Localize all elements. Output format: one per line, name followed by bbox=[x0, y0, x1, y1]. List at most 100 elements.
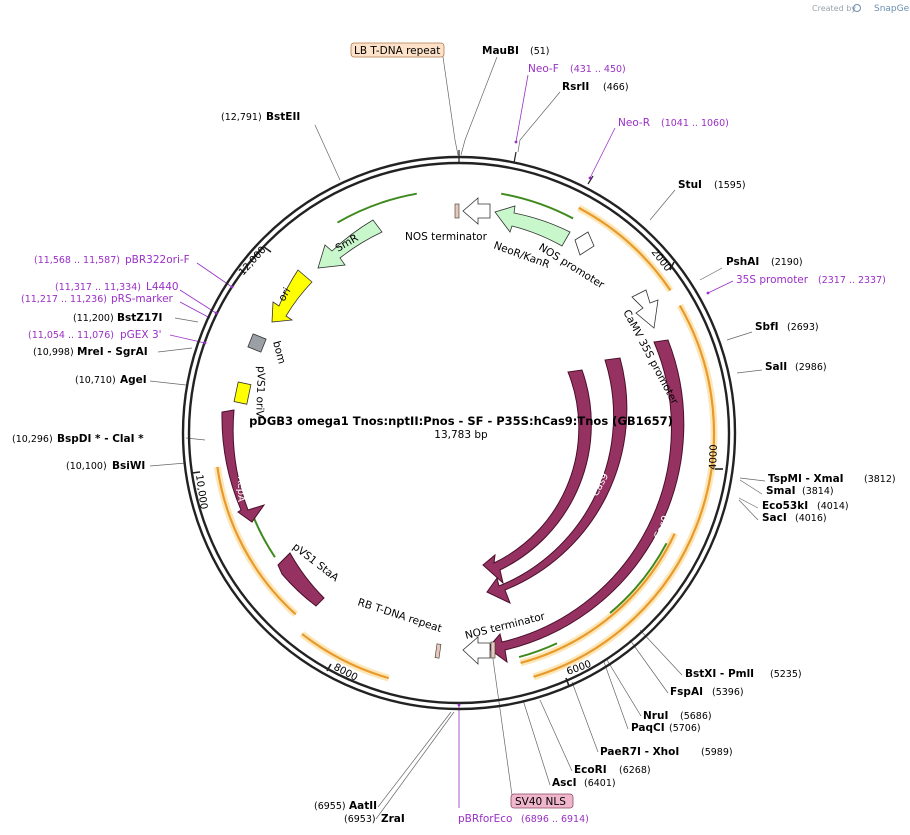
orf-arc-cas9-outer[interactable] bbox=[533, 304, 716, 678]
site-fspai[interactable]: FspAI bbox=[670, 686, 703, 698]
helper-arrow-neor bbox=[501, 192, 574, 220]
primer-prs-marker[interactable]: pRS-marker bbox=[111, 293, 174, 305]
leader-stui bbox=[649, 189, 676, 221]
snapgene-logo-icon bbox=[853, 4, 861, 12]
site-asci[interactable]: AscI bbox=[552, 777, 577, 789]
leader-paqci bbox=[603, 661, 629, 730]
primer-pbrforeco[interactable]: pBRforEco bbox=[458, 813, 512, 825]
primer-35s-promoter-range: (2317 .. 2337) bbox=[818, 275, 886, 286]
primer-neo-r[interactable]: Neo-R bbox=[618, 117, 650, 129]
site-zrai[interactable]: ZraI bbox=[381, 813, 405, 825]
site-sali-pos: (2986) bbox=[795, 362, 827, 373]
primer-pgex3[interactable]: pGEX 3' bbox=[120, 329, 162, 341]
site-paer7i-xhoi-pos: (5989) bbox=[701, 747, 733, 758]
tick-rsrii bbox=[513, 151, 517, 164]
primer-l4440[interactable]: L4440 bbox=[146, 281, 179, 293]
lb-tdna-repeat-feature[interactable] bbox=[454, 203, 460, 219]
bom-feature[interactable] bbox=[247, 333, 267, 353]
site-smai[interactable]: SmaI bbox=[766, 485, 796, 497]
site-maubi[interactable]: MauBI bbox=[482, 45, 519, 57]
site-paer7i-xhoi[interactable]: PaeR7I - XhoI bbox=[600, 746, 679, 758]
site-sbfi[interactable]: SbfI bbox=[755, 321, 779, 333]
tick-neo-r bbox=[587, 175, 594, 185]
plasmid-title: pDGB3 omega1 Tnos:nptII:Pnos - SF - P35S… bbox=[249, 414, 673, 428]
orf-arc-staa[interactable] bbox=[301, 633, 390, 680]
site-stui[interactable]: StuI bbox=[678, 179, 702, 191]
nos-promoter-feature[interactable] bbox=[574, 231, 595, 256]
ori-label: ori bbox=[276, 286, 293, 304]
site-bsiwi[interactable]: BsiWI bbox=[112, 460, 145, 472]
primer-mark-35s bbox=[706, 291, 710, 295]
ori-feature[interactable] bbox=[271, 269, 313, 323]
pvs1-oriv-feature[interactable] bbox=[233, 381, 252, 405]
primer-neo-r-range: (1041 .. 1060) bbox=[661, 118, 729, 129]
orf-arc-repa[interactable] bbox=[216, 466, 297, 616]
site-bstz17i[interactable]: BstZ17I bbox=[117, 312, 162, 324]
pvs1-repa-feature[interactable] bbox=[221, 409, 266, 523]
primer-mark-l4440 bbox=[214, 311, 218, 315]
neor-kanr-feature[interactable] bbox=[494, 205, 571, 247]
site-agei[interactable]: AgeI bbox=[120, 374, 147, 386]
primer-neo-f[interactable]: Neo-F bbox=[528, 63, 559, 75]
site-mrei-sgrai[interactable]: MreI - SgrAI bbox=[77, 346, 148, 358]
primer-l4440-range: (11,317 .. 11,334) bbox=[55, 282, 141, 293]
site-ecori-pos: (6268) bbox=[619, 765, 651, 776]
cas9-features: Cas9 Cas9 Cas9 bbox=[482, 339, 685, 664]
camv-35s-promoter-feature[interactable] bbox=[631, 289, 659, 329]
primer-pbr322ori-f-range: (11,568 .. 11,587) bbox=[34, 255, 120, 266]
orf-arcs bbox=[213, 204, 718, 682]
helper-arrow-cas9-c bbox=[518, 642, 558, 659]
orf-arc-cas9-mid[interactable] bbox=[520, 533, 676, 664]
sv40-nls-box[interactable] bbox=[510, 793, 574, 809]
nos-terminator-top-feature[interactable] bbox=[462, 197, 491, 225]
primer-prs-marker-range: (11,217 .. 11,236) bbox=[21, 294, 107, 305]
site-bsteii-pos: (12,791) bbox=[221, 112, 262, 123]
lb-tdna-box[interactable] bbox=[350, 42, 445, 58]
site-mrei-sgrai-pos: (10,998) bbox=[33, 347, 74, 358]
site-tspmi-xmai[interactable]: TspMI - XmaI bbox=[768, 473, 844, 485]
site-bspdi-clai[interactable]: BspDI * - ClaI * bbox=[57, 433, 144, 445]
site-nrui[interactable]: NruI bbox=[643, 710, 668, 722]
primer-mark-pbr322ori-f bbox=[230, 285, 234, 289]
site-paqci[interactable]: PaqCI bbox=[631, 722, 665, 734]
leader-paer7i bbox=[571, 681, 599, 753]
site-ticks bbox=[458, 150, 594, 185]
primer-mark-pbrforeco bbox=[457, 703, 461, 707]
rb-tdna-repeat-feature[interactable] bbox=[434, 643, 442, 659]
site-maubi-pos: (51) bbox=[530, 46, 550, 57]
site-asci-pos: (6401) bbox=[584, 778, 616, 789]
primer-pgex3-range: (11,054 .. 11,076) bbox=[28, 330, 114, 341]
site-pshai[interactable]: PshAI bbox=[726, 256, 759, 268]
cas9-feature-2[interactable] bbox=[486, 357, 628, 604]
site-bspdi-clai-pos: (10,296) bbox=[12, 434, 53, 445]
primer-pbrforeco-range: (6896 .. 6914) bbox=[521, 814, 589, 825]
site-ecori[interactable]: EcoRI bbox=[574, 764, 607, 776]
primer-neo-f-range: (431 .. 450) bbox=[570, 64, 626, 75]
primer-marks bbox=[203, 140, 710, 707]
site-sali[interactable]: SalI bbox=[765, 361, 787, 373]
site-bstxi-pmli[interactable]: BstXI - PmlI bbox=[685, 668, 754, 680]
site-aatii[interactable]: AatII bbox=[349, 800, 377, 812]
leader-eco53ki bbox=[738, 497, 759, 509]
site-stui-pos: (1595) bbox=[714, 180, 746, 191]
primer-35s-promoter[interactable]: 35S promoter bbox=[736, 274, 809, 286]
primer-pbr322ori-f[interactable]: pBR322ori-F bbox=[125, 254, 190, 266]
leader-fspai bbox=[629, 639, 669, 694]
site-zrai-pos: (6953) bbox=[344, 814, 376, 825]
nos-terminator-top-label: NOS terminator bbox=[405, 231, 488, 243]
cas9-feature-1[interactable] bbox=[482, 369, 592, 585]
site-saci[interactable]: SacI bbox=[762, 512, 787, 524]
smr-feature[interactable] bbox=[317, 219, 383, 269]
leader-35s-promoter bbox=[707, 280, 734, 294]
pvs1-staa-feature[interactable] bbox=[277, 552, 325, 607]
site-eco53ki[interactable]: Eco53kI bbox=[762, 500, 808, 512]
site-rsrii[interactable]: RsrII bbox=[562, 81, 589, 93]
sv40-nls-feature[interactable] bbox=[490, 641, 496, 659]
site-bsteii[interactable]: BstEII bbox=[266, 111, 300, 123]
nos-terminator-bottom-feature[interactable] bbox=[462, 636, 491, 665]
coord-tick-12000 bbox=[263, 246, 272, 253]
leader-sbfi bbox=[726, 331, 753, 341]
orf-arc-nptii-promoter[interactable] bbox=[578, 206, 672, 292]
site-agei-pos: (10,710) bbox=[75, 375, 116, 386]
